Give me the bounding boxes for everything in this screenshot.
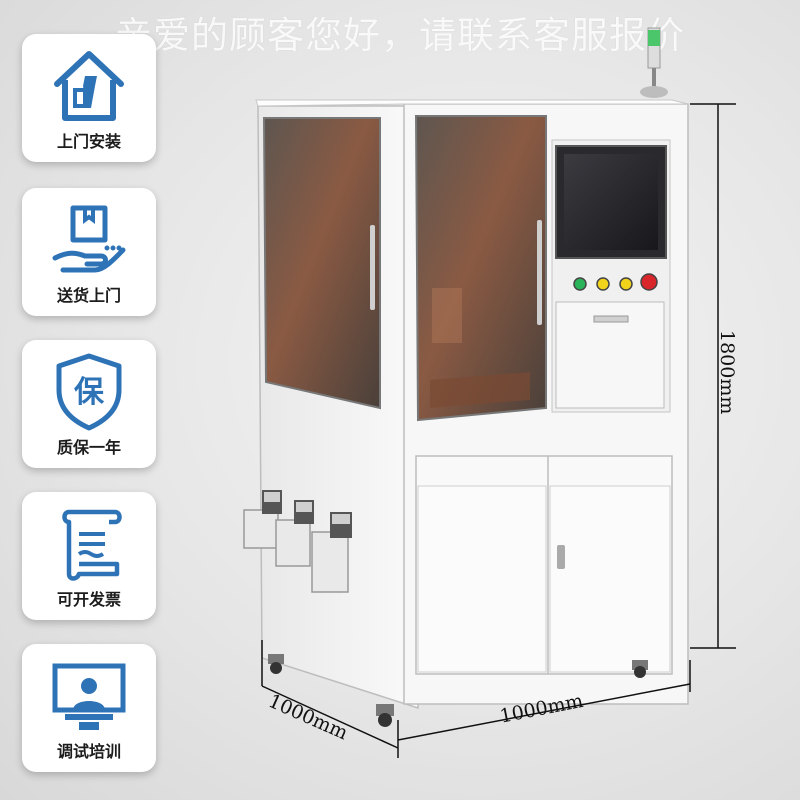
- side-door-handle: [370, 225, 375, 310]
- service-card-delivery: 送货上门: [22, 188, 156, 316]
- delivery-hand-icon: [52, 205, 126, 273]
- service-label: 送货上门: [56, 286, 121, 305]
- emergency-stop-button: [640, 273, 658, 291]
- training-screen-icon: [52, 663, 126, 730]
- service-label: 可开发票: [56, 590, 121, 609]
- invoice-scroll-icon: [62, 509, 122, 581]
- promo-banner-text: 亲爱的顾客您好，请联系客服报价: [115, 14, 685, 57]
- side-glass-window: [262, 117, 381, 410]
- pause-button: [596, 277, 610, 291]
- start-button: [573, 277, 587, 291]
- service-label: 调试培训: [56, 742, 121, 761]
- service-card-warranty: 保 质保一年: [22, 340, 156, 468]
- home-repair-icon: [54, 51, 124, 121]
- svg-text:保: 保: [74, 375, 105, 410]
- cabinet-lock: [557, 545, 565, 569]
- caster-wheels: [268, 654, 648, 727]
- height-dimension-label: 1800mm: [716, 330, 738, 415]
- service-card-installation: 上门安装: [22, 34, 156, 162]
- service-card-training: 调试培训: [22, 644, 156, 772]
- signal-tower-light: [640, 27, 668, 98]
- service-label: 质保一年: [56, 438, 121, 457]
- front-door-handle: [537, 220, 542, 325]
- reset-button: [619, 277, 633, 291]
- warranty-shield-icon: 保: [56, 353, 122, 431]
- side-feeder-units: [243, 490, 352, 593]
- front-glass-window: [414, 115, 547, 422]
- dimension-lines: [261, 103, 736, 758]
- service-label: 上门安装: [56, 132, 121, 151]
- service-card-invoice: 可开发票: [22, 492, 156, 620]
